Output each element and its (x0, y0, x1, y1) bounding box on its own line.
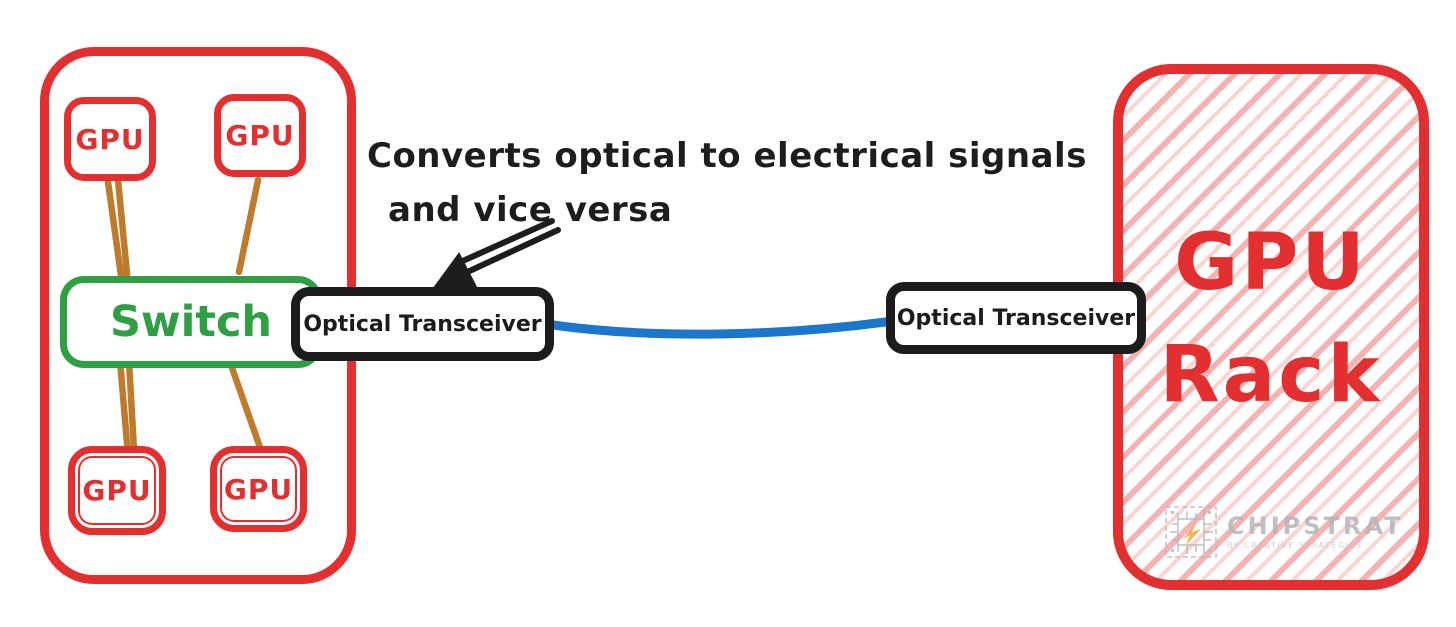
gpu-rack-label-line1: GPU (1174, 218, 1368, 308)
gpu-node-top-right: GPU (214, 94, 306, 177)
gpu-label: GPU (223, 472, 294, 506)
optical-fiber-cable (548, 316, 898, 339)
gpu-node-bottom-left: GPU (68, 446, 166, 535)
annotation-line-2: and vice versa (388, 190, 673, 230)
chipstrat-logo: CHIPSTRAT BY CREATIVE STRATEGIES (1163, 503, 1403, 561)
gpu-node-top-left: GPU (64, 97, 156, 181)
gpu-node-bottom-right: GPU (210, 446, 307, 532)
logo-tagline: BY CREATIVE STRATEGIES (1227, 541, 1363, 550)
gpu-label: GPU (225, 119, 295, 152)
optical-transceiver-right-label: Optical Transceiver (896, 305, 1136, 331)
chip-icon (1165, 506, 1217, 558)
optical-transceiver-right: Optical Transceiver (886, 282, 1146, 354)
switch-box: Switch (60, 276, 322, 368)
annotation-line-1: Converts optical to electrical signals (367, 136, 1087, 176)
gpu-label: GPU (75, 122, 145, 156)
optical-transceiver-left: Optical Transceiver (291, 287, 554, 361)
gpu-rack-label-line2: Rack (1159, 330, 1383, 420)
logo-brand: CHIPSTRAT (1227, 512, 1404, 540)
optical-transceiver-left-label: Optical Transceiver (303, 311, 542, 337)
switch-label: Switch (109, 297, 273, 347)
gpu-label: GPU (82, 474, 152, 507)
